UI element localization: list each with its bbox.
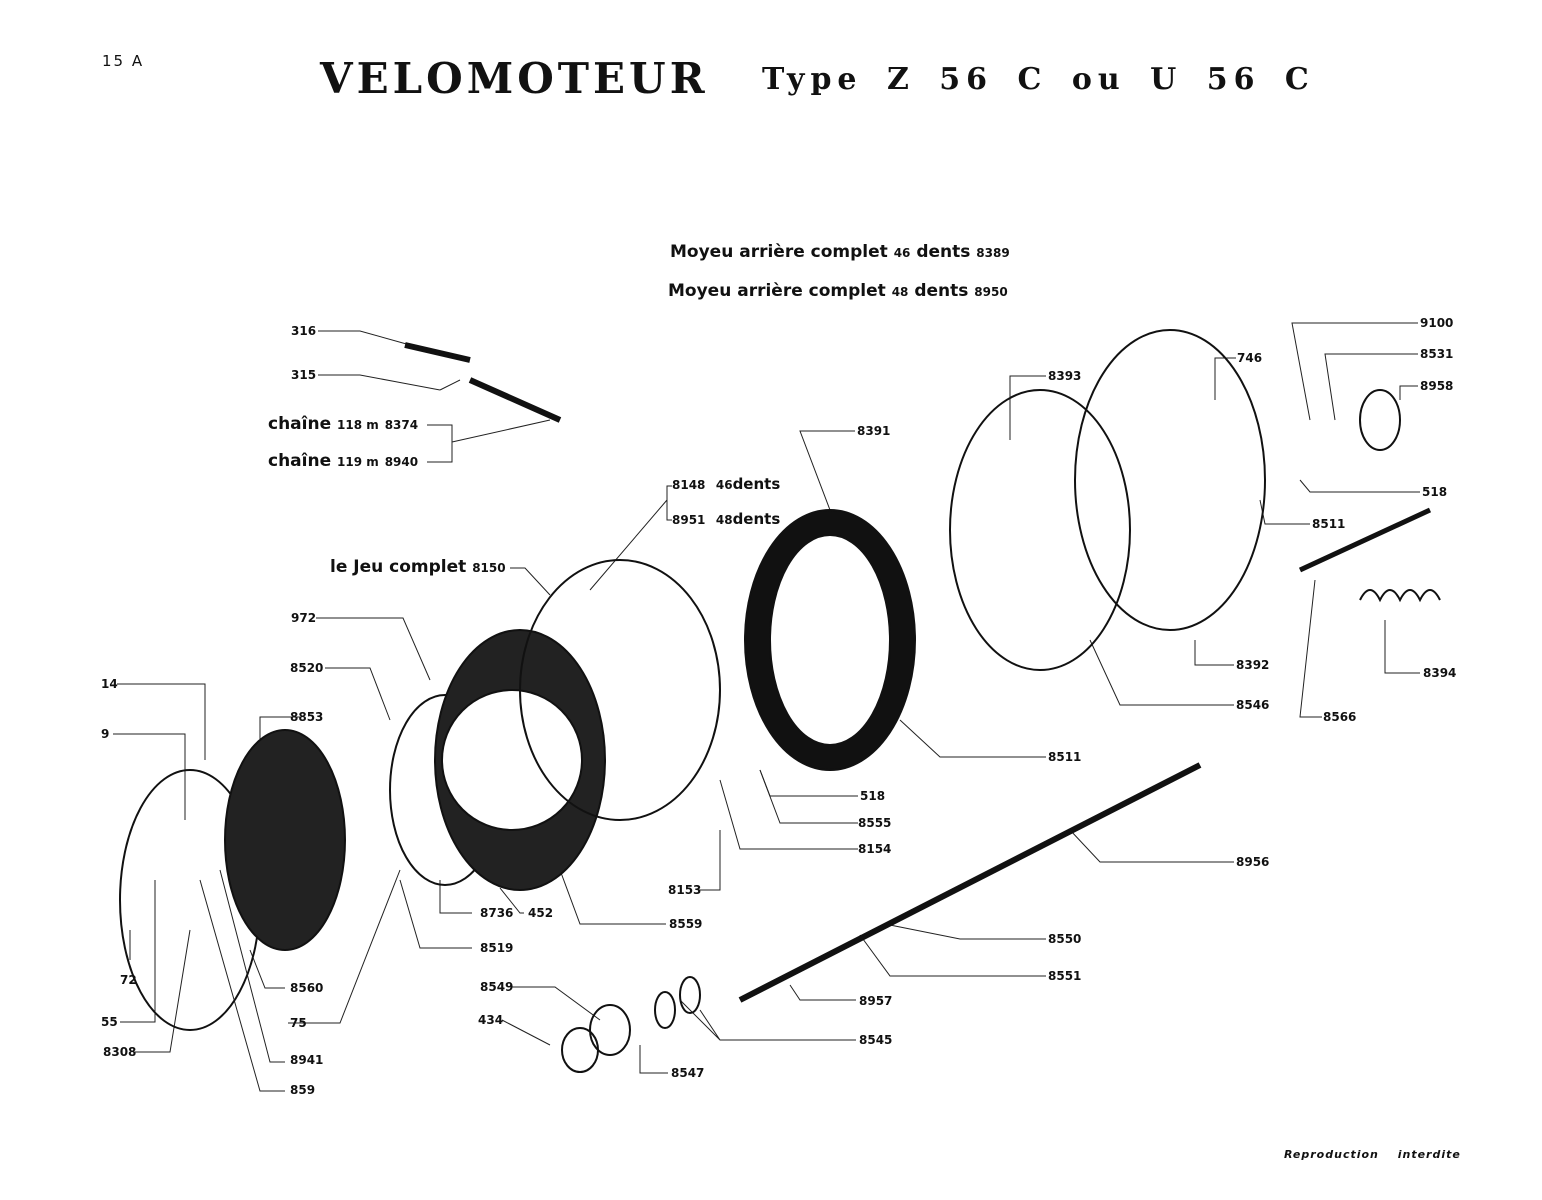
caption-teeth-word: dents bbox=[914, 281, 969, 301]
nut bbox=[561, 1027, 599, 1073]
hub-plate bbox=[1074, 329, 1266, 631]
part-label: 8566 bbox=[1323, 710, 1357, 724]
part-label: 9100 bbox=[1420, 316, 1454, 330]
part-label: 8519 bbox=[480, 941, 514, 955]
part-label: 9 bbox=[101, 727, 110, 741]
caption-teeth: 46 bbox=[715, 478, 733, 492]
caption-ref: 8950 bbox=[974, 285, 1008, 299]
dust-shield bbox=[224, 729, 346, 951]
caption-ref: 8951 bbox=[672, 513, 706, 527]
caption-teeth: 48 bbox=[715, 513, 733, 527]
caption-sprocket-46: 8148 46dents bbox=[672, 475, 780, 493]
part-label: 8547 bbox=[671, 1066, 705, 1080]
caption-length: 119 m bbox=[337, 455, 379, 469]
page-title: VELOMOTEUR bbox=[320, 54, 709, 103]
caption-teeth: 48 bbox=[891, 285, 909, 299]
caption-length: 118 m bbox=[337, 418, 379, 432]
cone bbox=[589, 1004, 631, 1056]
caption-hub-48: Moyeu arrière complet 48 dents 8950 bbox=[668, 281, 1008, 301]
part-label: 972 bbox=[291, 611, 317, 625]
model-subtitle: Type Z 56 C ou U 56 C bbox=[762, 62, 1315, 97]
part-label: 859 bbox=[290, 1083, 316, 1097]
part-label: 8393 bbox=[1048, 369, 1082, 383]
part-label: 8957 bbox=[859, 994, 893, 1008]
caption-text: le Jeu complet bbox=[330, 557, 467, 577]
caption-ref: 8940 bbox=[384, 455, 419, 469]
page-number: 15 A bbox=[102, 52, 145, 70]
chain-links bbox=[404, 342, 562, 423]
part-label: 8853 bbox=[290, 710, 324, 724]
part-label: 518 bbox=[1422, 485, 1448, 499]
part-label: 8391 bbox=[857, 424, 891, 438]
part-label: 315 bbox=[291, 368, 317, 382]
part-label: 8394 bbox=[1423, 666, 1457, 680]
part-label: 8545 bbox=[859, 1033, 893, 1047]
spring bbox=[1359, 589, 1441, 603]
part-label: 316 bbox=[291, 324, 317, 338]
caption-hub-46: Moyeu arrière complet 46 dents 8389 bbox=[670, 242, 1010, 262]
part-label: 72 bbox=[120, 973, 137, 987]
part-label: 8511 bbox=[1312, 517, 1346, 531]
part-label: 14 bbox=[101, 677, 118, 691]
leader-lines bbox=[113, 322, 1420, 1092]
caption-teeth-word: dents bbox=[916, 242, 971, 262]
part-label: 8958 bbox=[1420, 379, 1454, 393]
spindle bbox=[1298, 507, 1432, 573]
caption-text: Moyeu arrière complet bbox=[670, 242, 888, 262]
washer-2 bbox=[679, 976, 701, 1014]
caption-text: chaîne bbox=[268, 451, 332, 471]
washer-1 bbox=[654, 991, 676, 1029]
axle bbox=[738, 762, 1202, 1003]
caption-ref: 8374 bbox=[384, 418, 419, 432]
caption-chain-118: chaîne 118 m 8374 bbox=[268, 414, 418, 434]
caption-ref: 8148 bbox=[672, 478, 706, 492]
caption-text: chaîne bbox=[268, 414, 332, 434]
part-label: 8549 bbox=[480, 980, 514, 994]
caption-text: Moyeu arrière complet bbox=[668, 281, 886, 301]
caption-ref: 8150 bbox=[472, 561, 506, 575]
caption-ref: 8389 bbox=[976, 246, 1010, 260]
part-label: 518 bbox=[860, 789, 886, 803]
part-label: 452 bbox=[528, 906, 554, 920]
part-label: 8153 bbox=[668, 883, 702, 897]
parts bbox=[119, 329, 1441, 1073]
part-label: 55 bbox=[101, 1015, 118, 1029]
hub-fins bbox=[949, 389, 1131, 671]
part-label: 8555 bbox=[858, 816, 892, 830]
part-label: 75 bbox=[290, 1016, 307, 1030]
sprocket bbox=[519, 559, 721, 821]
part-label: 8941 bbox=[290, 1053, 324, 1067]
part-label: 8560 bbox=[290, 981, 324, 995]
part-label: 8546 bbox=[1236, 698, 1270, 712]
caption-teeth-word: dents bbox=[732, 475, 781, 493]
bearing bbox=[1359, 389, 1401, 451]
part-label: 8511 bbox=[1048, 750, 1082, 764]
part-label: 8520 bbox=[290, 661, 324, 675]
part-label: 8559 bbox=[669, 917, 703, 931]
part-label: 8551 bbox=[1048, 969, 1082, 983]
caption-chain-119: chaîne 119 m 8940 bbox=[268, 451, 418, 471]
footer-notice: Reproduction interdite bbox=[1284, 1148, 1461, 1161]
caption-teeth: 46 bbox=[893, 246, 911, 260]
part-label: 8736 bbox=[480, 906, 514, 920]
part-label: 8392 bbox=[1236, 658, 1270, 672]
caption-sprocket-48: 8951 48dents bbox=[672, 510, 780, 528]
part-label: 8308 bbox=[103, 1045, 137, 1059]
part-label: 434 bbox=[478, 1013, 504, 1027]
part-label: 8956 bbox=[1236, 855, 1270, 869]
part-label: 746 bbox=[1237, 351, 1263, 365]
caption-teeth-word: dents bbox=[732, 510, 781, 528]
part-label: 8531 bbox=[1420, 347, 1454, 361]
caption-set-complete: le Jeu complet 8150 bbox=[330, 557, 506, 577]
part-label: 8154 bbox=[858, 842, 892, 856]
part-label: 8550 bbox=[1048, 932, 1082, 946]
